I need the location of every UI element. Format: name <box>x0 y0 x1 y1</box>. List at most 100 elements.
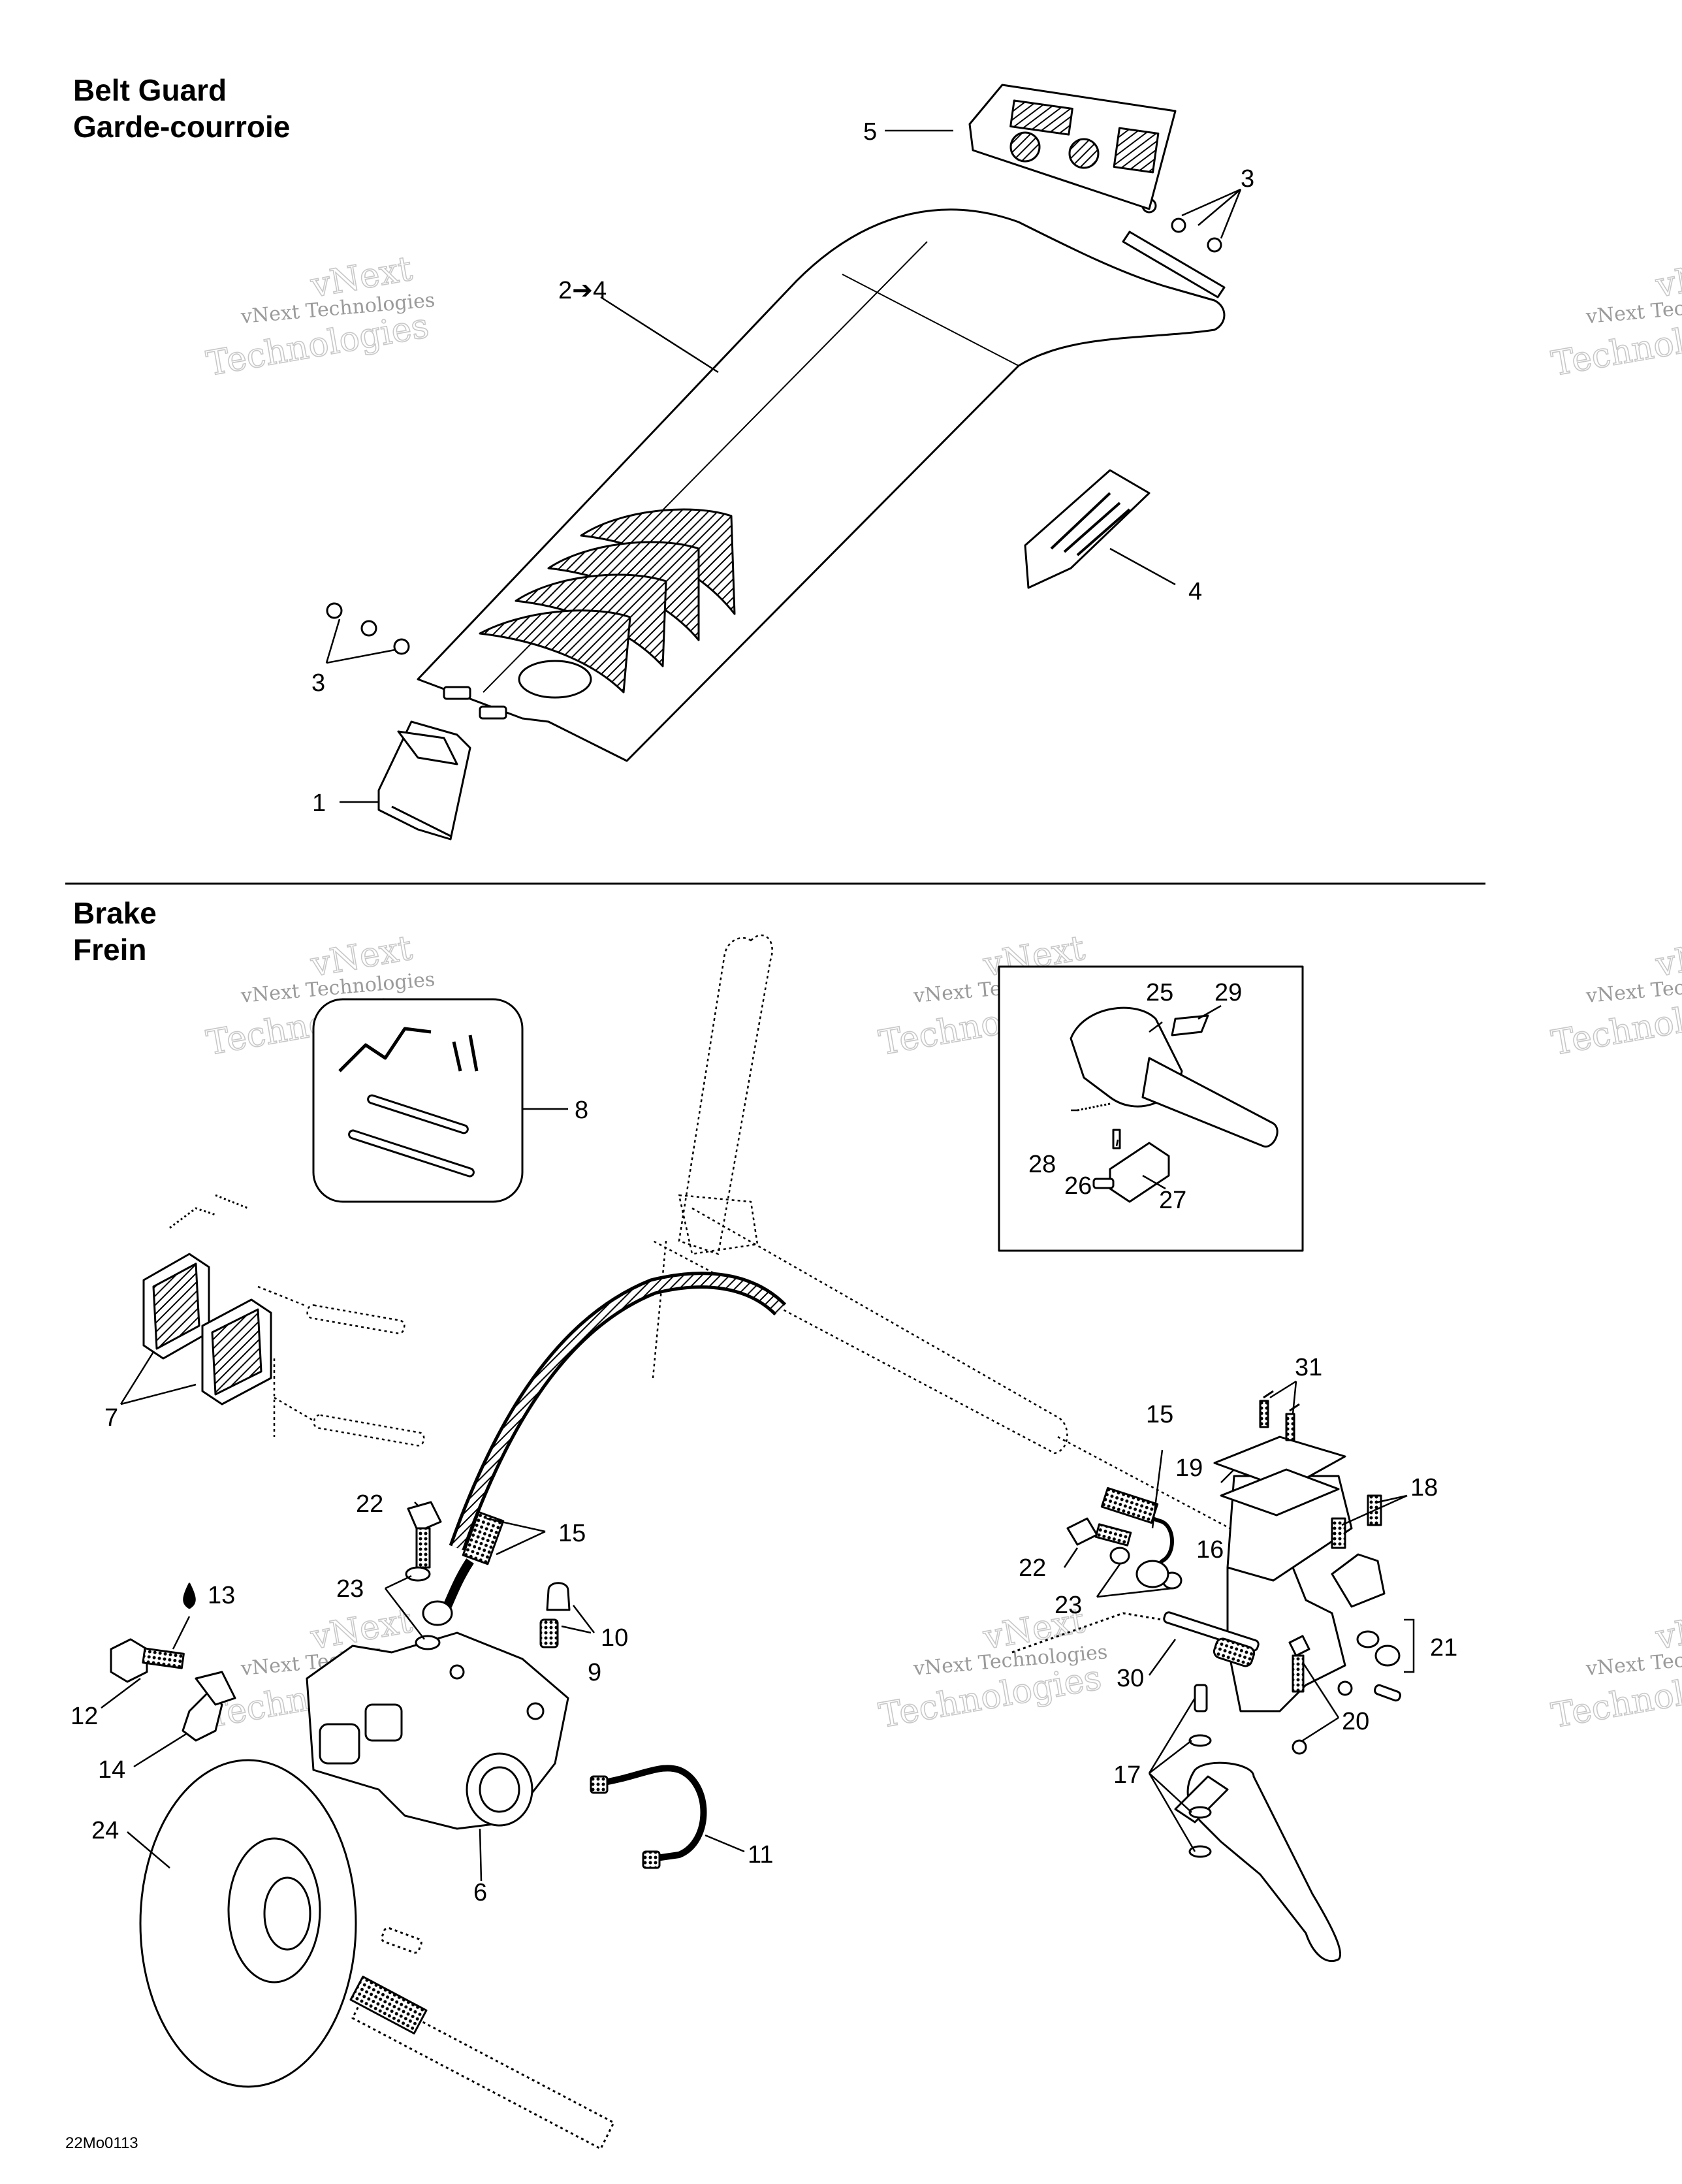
leader <box>1269 1380 1297 1399</box>
cotter-pin <box>452 1035 479 1072</box>
leader <box>119 1351 155 1405</box>
washer <box>405 1566 431 1582</box>
handlebar-left-riser <box>678 934 773 1255</box>
banjo-bolt-shank <box>1094 1523 1132 1547</box>
callout-5: 5 <box>863 118 877 146</box>
callout-26: 26 <box>1064 1172 1092 1200</box>
brake-hose <box>449 1272 787 1551</box>
callout-30: 30 <box>1117 1665 1144 1692</box>
leader <box>385 1575 412 1590</box>
brake-title-en: Brake <box>73 896 157 930</box>
decal-4-tag <box>1024 469 1150 589</box>
leader <box>479 1828 483 1882</box>
caliper-bolt-head <box>110 1638 148 1683</box>
banjo-bolt <box>1066 1517 1098 1546</box>
leader <box>1096 1587 1173 1598</box>
callout-21: 21 <box>1430 1634 1457 1662</box>
slide-pin <box>367 1094 469 1134</box>
leader <box>1292 1381 1297 1415</box>
brake-pad-lining <box>152 1262 200 1350</box>
leader <box>486 1517 546 1533</box>
nut <box>360 620 377 637</box>
leader <box>326 649 396 664</box>
switch-plunger <box>1092 1178 1115 1189</box>
nuts-right <box>1141 198 1222 253</box>
caliper-bolt-shank <box>142 1647 185 1669</box>
grease-drop-icon <box>183 1582 196 1609</box>
belt-guard-title-en: Belt Guard <box>73 73 227 107</box>
brake-callouts: 8 7 22 15 23 13 10 9 12 14 24 6 11 25 29… <box>71 979 1457 1906</box>
leader <box>120 1383 197 1405</box>
callout-16: 16 <box>1196 1536 1224 1564</box>
callout-4: 4 <box>1188 578 1202 605</box>
washer <box>1109 1547 1130 1565</box>
leader <box>1149 1021 1163 1033</box>
throttle-grip <box>1141 1057 1278 1148</box>
hose-clamp <box>642 1850 661 1869</box>
leader <box>1149 1740 1192 1774</box>
callout-27: 27 <box>1159 1187 1186 1214</box>
leader <box>1301 1662 1340 1718</box>
pad-pin-axis <box>257 1285 314 1437</box>
guard-slot <box>443 686 471 700</box>
leader <box>172 1616 191 1650</box>
watermark: vNext vNext Technologies Technologies <box>876 1601 1109 1737</box>
leader <box>1220 189 1242 239</box>
callout-9: 9 <box>588 1659 601 1686</box>
callout-31: 31 <box>1295 1354 1322 1381</box>
wire <box>1011 1612 1163 1654</box>
brake-title-fr: Frein <box>73 933 147 967</box>
leader <box>496 1530 546 1556</box>
leader <box>101 1678 141 1709</box>
watermark: vNext vNext Technologies Technologies <box>203 249 436 385</box>
decal-5-panel <box>1009 99 1073 136</box>
leader <box>705 1834 745 1853</box>
pad-spring <box>169 1194 249 1229</box>
callout-8: 8 <box>575 1097 588 1124</box>
cylinder-clamp <box>1331 1553 1386 1608</box>
leader <box>1198 189 1241 226</box>
watermark: vNext vNext Technologies Technologies <box>1548 928 1682 1064</box>
leader <box>1148 1639 1177 1676</box>
callout-19: 19 <box>1175 1454 1203 1482</box>
leader <box>127 1831 170 1869</box>
watermark: vNext vNext Technologies Technologies <box>1548 1601 1682 1737</box>
leader <box>1151 1449 1164 1529</box>
callout-29: 29 <box>1214 979 1242 1006</box>
watermark: vNext vNext Technologies Technologies <box>1548 249 1682 385</box>
pivot-bolt-shank <box>1292 1654 1305 1693</box>
callout-3: 3 <box>1241 165 1254 193</box>
brake-pad-lining <box>211 1308 262 1396</box>
callout-18: 18 <box>1410 1474 1438 1502</box>
caliper-mount <box>364 1703 403 1742</box>
lever-washer <box>1188 1806 1212 1819</box>
leader <box>1148 1773 1196 1852</box>
belt-guard-ridge <box>842 274 1019 366</box>
decal-4 <box>1024 469 1150 589</box>
bleed-screw <box>539 1618 559 1648</box>
guard-hinge-pin <box>1122 231 1226 298</box>
switch-assembly <box>1070 1006 1278 1203</box>
diagram-code: 22Mo0113 <box>65 2134 138 2152</box>
retaining-clip <box>338 1027 432 1072</box>
callout-6: 6 <box>473 1879 487 1906</box>
nut <box>326 602 343 619</box>
pivot-bushing-set <box>1356 1630 1401 1702</box>
handlebar-right-ext <box>1057 1436 1267 1549</box>
callout-1: 1 <box>312 790 326 817</box>
pin-kit-box <box>312 998 524 1203</box>
lever-pin <box>1194 1684 1208 1712</box>
banjo-bolt-shank <box>415 1527 431 1569</box>
handlebar-crossbar <box>652 1207 1068 1454</box>
callout-24: 24 <box>91 1817 119 1844</box>
callout-22: 22 <box>356 1490 383 1518</box>
brake-leaders <box>101 1004 1415 1882</box>
leader <box>1302 1716 1339 1742</box>
leader <box>385 1588 425 1640</box>
belt-guard-leaders <box>325 129 1242 803</box>
pad-pin <box>306 1304 405 1334</box>
lever-washer <box>1188 1845 1212 1858</box>
disc-bore <box>263 1876 311 1951</box>
bracket-21 <box>1404 1618 1415 1673</box>
belt-guard-callouts: 5 2➔4 3 3 4 1 <box>311 118 1254 817</box>
